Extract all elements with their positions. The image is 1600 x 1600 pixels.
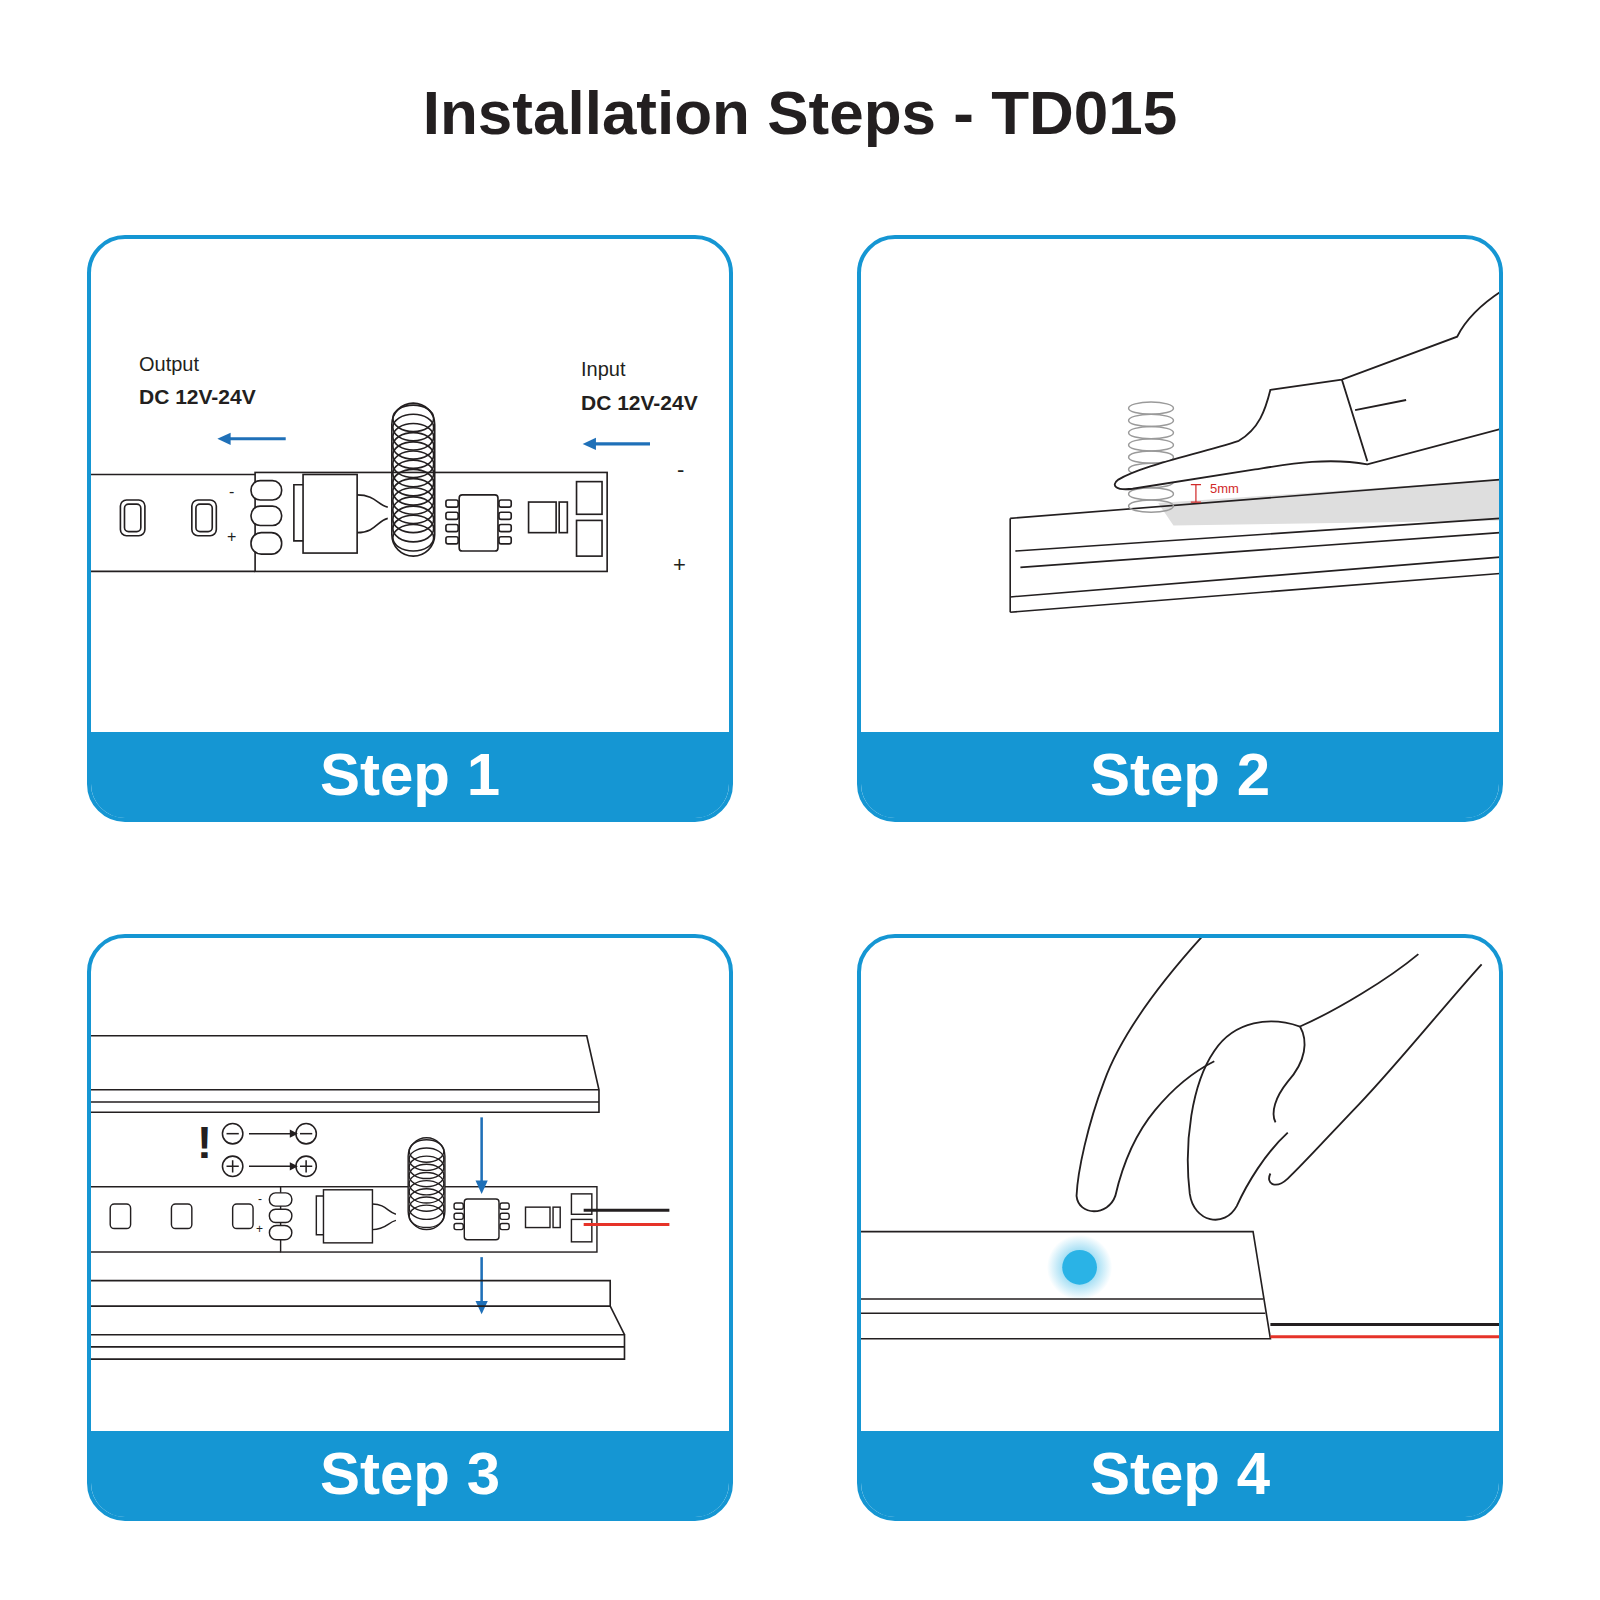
step-label: Step 4	[1090, 1444, 1270, 1504]
touching-hand	[1077, 937, 1482, 1220]
led-strip-controller	[89, 1138, 597, 1252]
annotation-label: 5mm	[1210, 482, 1239, 495]
polarity-symbols	[222, 1123, 316, 1176]
annotation-label: DC 12V-24V	[139, 386, 256, 407]
annotation-label: Input	[581, 359, 625, 379]
step-panel: Step 3	[87, 934, 733, 1521]
pressing-finger	[1115, 291, 1502, 489]
led-strip-controller	[89, 403, 607, 571]
direction-arrows	[217, 433, 650, 450]
assembly-arrows	[476, 1117, 488, 1314]
step-panel: Step 2	[857, 235, 1503, 822]
annotation-label: +	[256, 1223, 263, 1235]
touch-indicator	[1047, 1235, 1112, 1300]
step-band: Step 1	[91, 732, 729, 818]
step-label: Step 3	[320, 1444, 500, 1504]
annotation-label: -	[258, 1193, 262, 1205]
annotation-label: -	[229, 484, 234, 500]
step-band: Step 3	[91, 1431, 729, 1517]
dimension-mark	[1191, 485, 1201, 502]
aluminium-profile	[1010, 480, 1500, 613]
spring-sensor	[1129, 402, 1174, 512]
step-band: Step 4	[861, 1431, 1499, 1517]
power-wires	[590, 500, 731, 539]
aluminium-profile	[859, 1232, 1270, 1339]
channel-base	[89, 1281, 625, 1360]
step-band: Step 2	[861, 732, 1499, 818]
annotation-label: +	[673, 554, 686, 576]
diffuser-cover	[89, 1036, 599, 1113]
page-title: Installation Steps - TD015	[0, 82, 1600, 144]
annotation-label: Output	[139, 354, 199, 374]
step-panel: Step 1	[87, 235, 733, 822]
power-wires	[584, 1210, 670, 1224]
annotation-label: DC 12V-24V	[581, 392, 698, 413]
step-label: Step 1	[320, 745, 500, 805]
power-wires	[1270, 1324, 1500, 1336]
step-panel: Step 4	[857, 934, 1503, 1521]
annotation-label: +	[227, 529, 236, 545]
annotation-label: !	[197, 1120, 212, 1165]
step-label: Step 2	[1090, 745, 1270, 805]
annotation-label: -	[677, 459, 684, 481]
